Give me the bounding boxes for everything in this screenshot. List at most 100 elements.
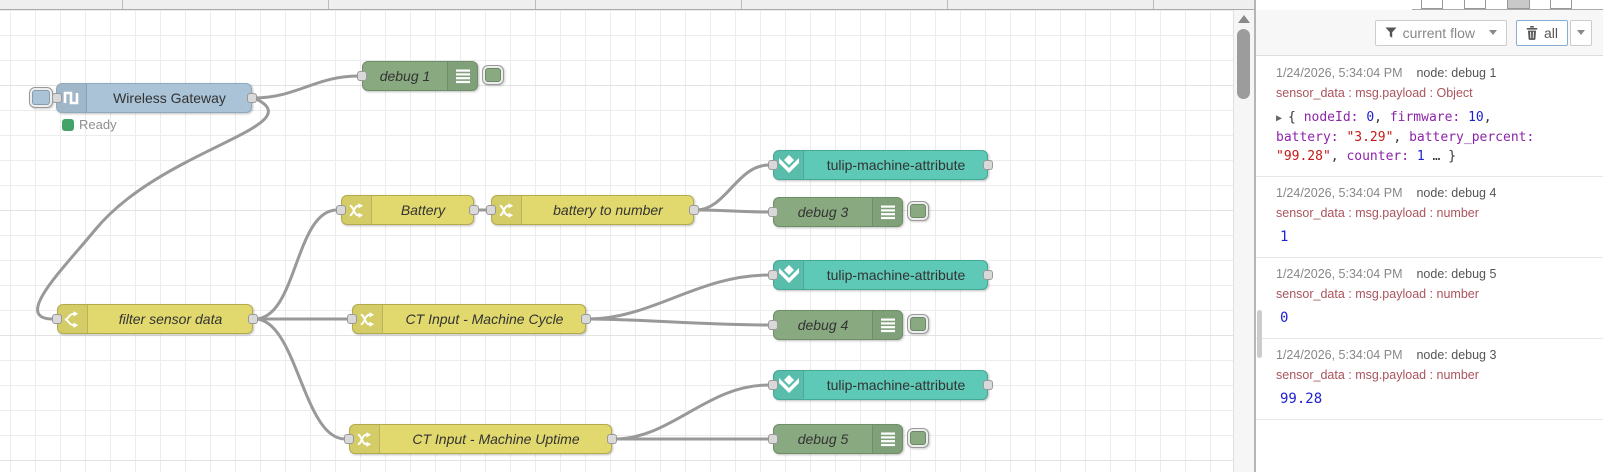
message-timestamp: 1/24/2026, 5:34:04 PM: [1276, 186, 1403, 200]
sidebar-splitter[interactable]: [1254, 0, 1256, 472]
filter-output-port[interactable]: [248, 314, 258, 324]
message-source-node: node: debug 5: [1416, 267, 1497, 281]
node-debug-3[interactable]: debug 3: [768, 197, 903, 227]
tulip1-output-port[interactable]: [983, 160, 993, 170]
wire-b2n-tulip1[interactable]: [694, 163, 771, 212]
tulip-icon: [774, 151, 804, 179]
tab-separator: [535, 0, 536, 9]
node-wireless-gateway[interactable]: Wireless Gateway: [52, 83, 257, 113]
tulip2-output-port[interactable]: [983, 270, 993, 280]
node-tulip-machine-attribute-1[interactable]: tulip-machine-attribute: [768, 150, 993, 180]
canvas-vertical-scrollbar[interactable]: [1233, 10, 1254, 472]
debug-clear-button[interactable]: all: [1515, 19, 1568, 46]
change-shuffle-icon: [350, 425, 380, 453]
battery-output-port[interactable]: [469, 205, 479, 215]
filter-input-port[interactable]: [52, 314, 62, 324]
tulip1-input-port[interactable]: [768, 160, 778, 170]
message-source-node: node: debug 1: [1416, 66, 1497, 80]
clear-button-label: all: [1543, 24, 1558, 41]
node-filter-sensor-data[interactable]: filter sensor data: [52, 304, 258, 334]
node-label: debug 4: [797, 317, 849, 333]
message-payload[interactable]: 99.28: [1280, 391, 1323, 407]
tab-separator: [328, 0, 329, 9]
gateway-output-port[interactable]: [247, 93, 257, 103]
cycle-input-port[interactable]: [347, 314, 357, 324]
debug5-toggle-fill: [910, 431, 926, 445]
node-ct-input-machine-uptime[interactable]: CT Input - Machine Uptime: [344, 424, 617, 454]
node-debug-4[interactable]: debug 4: [768, 310, 903, 340]
message-timestamp: 1/24/2026, 5:34:04 PM: [1276, 267, 1403, 281]
filter-button-label: current flow: [1402, 24, 1475, 41]
node-label: tulip-machine-attribute: [826, 267, 966, 283]
wire-filter-uptime[interactable]: [253, 317, 347, 441]
wire-layer: [36, 74, 771, 441]
b2n-output-port[interactable]: [689, 205, 699, 215]
message-timestamp: 1/24/2026, 5:34:04 PM: [1276, 66, 1403, 80]
clear-options-button[interactable]: [1570, 19, 1592, 46]
debug1-input-port[interactable]: [357, 71, 367, 81]
node-label: filter sensor data: [118, 311, 223, 327]
wire-cycle-debug4[interactable]: [586, 317, 771, 327]
node-debug-1[interactable]: debug 1: [357, 61, 478, 91]
debug1-toggle-button[interactable]: [482, 65, 504, 85]
debug-lines-icon: [872, 425, 902, 453]
message-timestamp: 1/24/2026, 5:34:04 PM: [1276, 348, 1403, 362]
node-battery[interactable]: Battery: [336, 195, 479, 225]
tulip2-input-port[interactable]: [768, 270, 778, 280]
tab-strip-border: [1412, 9, 1603, 10]
sidebar-scrollbar-thumb[interactable]: [1257, 310, 1262, 358]
node-battery-to-number[interactable]: battery to number: [486, 195, 699, 225]
tulip3-output-port[interactable]: [983, 380, 993, 390]
debug5-input-port[interactable]: [768, 434, 778, 444]
node-tulip-machine-attribute-2[interactable]: tulip-machine-attribute: [768, 260, 993, 290]
message-payload[interactable]: ▶ { nodeId: 0, firmware: 10,battery: "3.…: [1276, 110, 1535, 164]
tulip-icon: [774, 371, 804, 399]
debug4-input-port[interactable]: [768, 320, 778, 330]
debug-lines-icon: [447, 62, 477, 90]
sidebar-tab[interactable]: [1464, 0, 1486, 9]
workspace-tab-bar[interactable]: [0, 0, 1256, 10]
switch-fork-icon: [58, 305, 88, 333]
message-payload[interactable]: 0: [1280, 310, 1289, 326]
node-tulip-machine-attribute-3[interactable]: tulip-machine-attribute: [768, 370, 993, 400]
uptime-input-port[interactable]: [344, 434, 354, 444]
sidebar-tab[interactable]: [1550, 0, 1572, 9]
tab-separator: [1153, 0, 1154, 9]
wire-cycle-tulip2[interactable]: [586, 273, 771, 321]
gateway-input-port[interactable]: [52, 93, 62, 103]
sidebar-tab-active[interactable]: [1507, 0, 1530, 9]
debug1-toggle-fill: [485, 68, 501, 82]
tulip3-input-port[interactable]: [768, 380, 778, 390]
wire-gateway-debug1[interactable]: [252, 74, 360, 100]
debug3-toggle-button[interactable]: [907, 201, 929, 221]
flow-canvas[interactable]: Wireless Gateway Ready debug 1 tulip-mac…: [0, 0, 1233, 472]
wire-gateway-filter[interactable]: [36, 96, 270, 321]
sidebar-tab-strip: [1256, 0, 1603, 10]
scroll-up-arrow-icon[interactable]: [1238, 15, 1250, 23]
cycle-output-port[interactable]: [581, 314, 591, 324]
wire-b2n-debug3[interactable]: [694, 208, 771, 214]
chevron-down-icon: [1488, 30, 1497, 35]
wire-uptime-tulip3[interactable]: [612, 383, 771, 441]
message-payload[interactable]: 1: [1280, 229, 1289, 245]
scrollbar-thumb[interactable]: [1237, 29, 1250, 99]
debug-filter-button[interactable]: current flow: [1374, 19, 1507, 46]
node-ct-input-machine-cycle[interactable]: CT Input - Machine Cycle: [347, 304, 591, 334]
b2n-input-port[interactable]: [486, 205, 496, 215]
battery-input-port[interactable]: [336, 205, 346, 215]
debug4-toggle-button[interactable]: [907, 314, 929, 334]
debug5-toggle-button[interactable]: [907, 428, 929, 448]
node-debug-5[interactable]: debug 5: [768, 424, 903, 454]
uptime-output-port[interactable]: [607, 434, 617, 444]
sidebar-tab[interactable]: [1421, 0, 1443, 9]
gateway-inject-button[interactable]: [29, 87, 53, 108]
wire-filter-battery[interactable]: [253, 208, 339, 321]
status-dot-icon: [62, 118, 74, 131]
debug3-input-port[interactable]: [768, 207, 778, 217]
